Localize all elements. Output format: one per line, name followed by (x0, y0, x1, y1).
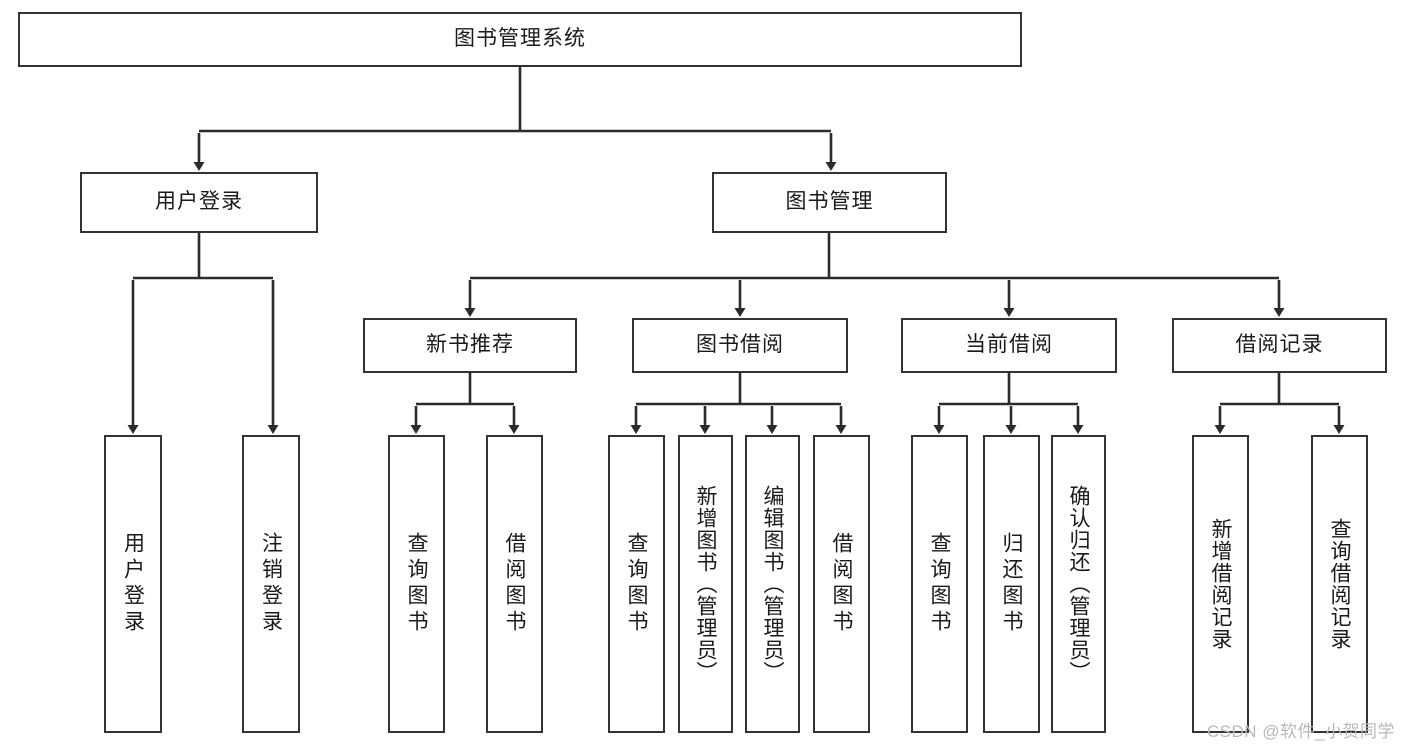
node-leaf-add-book-label: 新增图书（管理员） (694, 485, 717, 683)
node-leaf-logout[interactable]: 注销登录 (242, 435, 300, 733)
node-leaf-query-book-2[interactable]: 查询图书 (608, 435, 665, 733)
node-current-borrow-label: 当前借阅 (965, 333, 1053, 357)
node-user-login-label: 用户登录 (155, 190, 243, 214)
node-leaf-return-book[interactable]: 归还图书 (983, 435, 1040, 733)
node-leaf-user-login-label: 用户登录 (121, 532, 145, 636)
node-leaf-add-book[interactable]: 新增图书（管理员） (678, 435, 733, 733)
node-leaf-borrow-book-1-label: 借阅图书 (503, 532, 526, 636)
node-book-management[interactable]: 图书管理 (712, 172, 947, 233)
watermark-text: CSDN @软件_小贺同学 (1206, 722, 1395, 741)
node-leaf-return-book-label: 归还图书 (1000, 532, 1023, 636)
node-leaf-query-book-3[interactable]: 查询图书 (911, 435, 968, 733)
node-leaf-query-record-label: 查询借阅记录 (1328, 518, 1351, 650)
node-leaf-borrow-book-1[interactable]: 借阅图书 (486, 435, 543, 733)
node-borrow-records[interactable]: 借阅记录 (1172, 318, 1387, 373)
node-borrow-records-label: 借阅记录 (1235, 333, 1324, 357)
node-root[interactable]: 图书管理系统 (18, 12, 1022, 67)
node-leaf-confirm-return[interactable]: 确认归还（管理员） (1051, 435, 1106, 733)
node-new-book-recommend[interactable]: 新书推荐 (363, 318, 577, 373)
node-leaf-edit-book-label: 编辑图书（管理员） (761, 485, 784, 683)
node-leaf-add-record-label: 新增借阅记录 (1209, 518, 1232, 650)
node-leaf-query-book-1[interactable]: 查询图书 (388, 435, 445, 733)
node-leaf-edit-book[interactable]: 编辑图书（管理员） (745, 435, 800, 733)
node-root-label: 图书管理系统 (454, 27, 586, 51)
node-book-borrow-label: 图书借阅 (696, 333, 784, 357)
node-leaf-query-book-3-label: 查询图书 (928, 532, 951, 636)
node-leaf-borrow-book-2[interactable]: 借阅图书 (813, 435, 870, 733)
node-current-borrow[interactable]: 当前借阅 (901, 318, 1117, 373)
node-leaf-logout-label: 注销登录 (259, 532, 283, 636)
node-new-book-recommend-label: 新书推荐 (426, 333, 514, 357)
node-leaf-borrow-book-2-label: 借阅图书 (830, 532, 853, 636)
node-book-management-label: 图书管理 (785, 190, 874, 214)
node-leaf-query-record[interactable]: 查询借阅记录 (1311, 435, 1368, 733)
node-leaf-user-login[interactable]: 用户登录 (104, 435, 162, 733)
node-leaf-query-book-1-label: 查询图书 (405, 532, 428, 636)
node-leaf-add-record[interactable]: 新增借阅记录 (1192, 435, 1249, 733)
node-user-login[interactable]: 用户登录 (80, 172, 318, 233)
node-book-borrow[interactable]: 图书借阅 (632, 318, 848, 373)
node-leaf-confirm-return-label: 确认归还（管理员） (1067, 485, 1090, 683)
node-leaf-query-book-2-label: 查询图书 (625, 532, 648, 636)
